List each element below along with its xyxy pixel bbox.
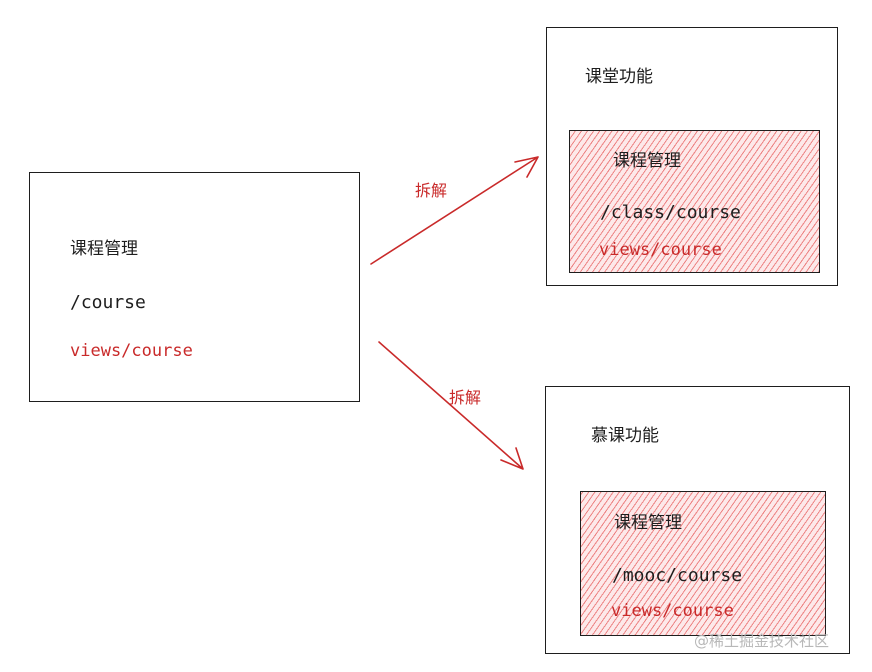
mooc-feature-inner-box: 课程管理 /mooc/course views/course <box>580 491 826 636</box>
source-module-box: 课程管理 /course views/course <box>29 172 360 402</box>
mooc-inner-view: views/course <box>611 601 734 621</box>
split-label-bottom: 拆解 <box>449 388 482 407</box>
class-inner-route: /class/course <box>600 202 741 223</box>
mooc-inner-route: /mooc/course <box>612 565 743 586</box>
class-feature-inner-box: 课程管理 /class/course views/course <box>569 130 820 273</box>
mooc-feature-box: 慕课功能 课程管理 /mooc/course views/course <box>545 386 850 654</box>
watermark-text: @稀土掘金技术社区 <box>694 632 830 650</box>
mooc-inner-title: 课程管理 <box>614 513 682 533</box>
mooc-feature-title: 慕课功能 <box>591 426 659 446</box>
class-inner-view: views/course <box>599 240 722 260</box>
class-feature-box: 课堂功能 课程管理 /class/course views/course <box>546 27 838 286</box>
split-arrow-bottom <box>378 341 524 470</box>
source-module-view: views/course <box>70 341 193 361</box>
source-module-title: 课程管理 <box>70 239 138 259</box>
class-inner-title: 课程管理 <box>613 151 681 171</box>
split-label-top: 拆解 <box>415 181 448 200</box>
class-feature-title: 课堂功能 <box>585 67 653 87</box>
source-module-route: /course <box>70 292 146 313</box>
split-arrow-top <box>370 156 539 265</box>
